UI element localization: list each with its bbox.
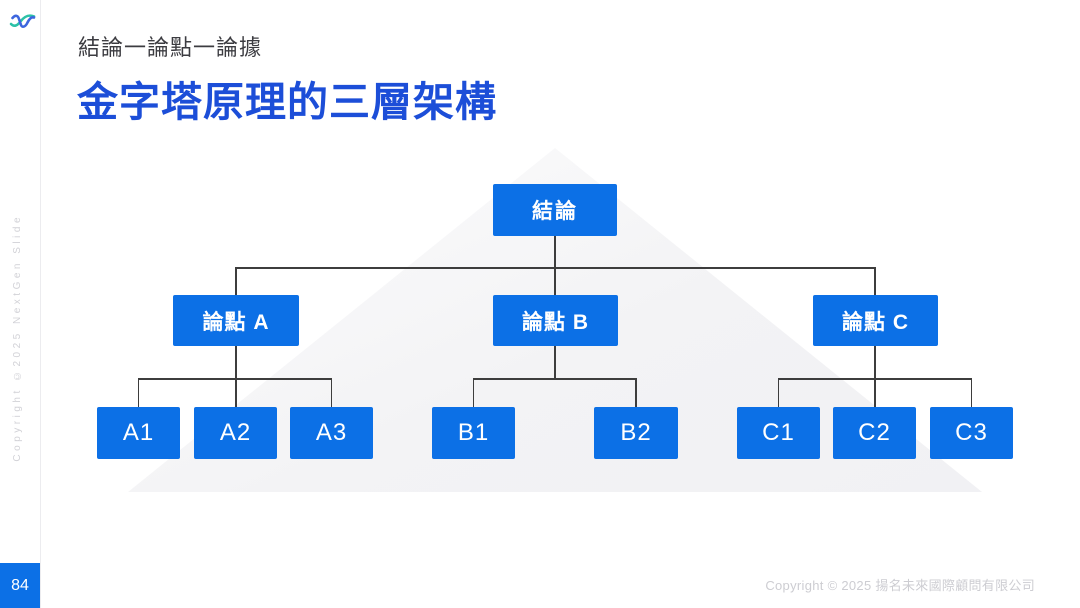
connector-line <box>777 378 780 407</box>
node-evidence-a3: A3 <box>290 407 373 459</box>
nextgen-logo-icon <box>9 14 36 28</box>
sidebar-vertical-copyright: Copyright ©2025 NextGen Slide <box>12 214 23 462</box>
connector-line <box>137 378 140 407</box>
node-evidence-a2: A2 <box>194 407 277 459</box>
connector-line <box>472 378 475 407</box>
node-evidence-b1: B1 <box>432 407 515 459</box>
connector-line <box>137 378 332 380</box>
page-number: 84 <box>11 576 29 594</box>
node-point-a: 論點 A <box>173 295 299 346</box>
connector-line <box>472 378 636 380</box>
node-evidence-b2: B2 <box>594 407 678 459</box>
node-conclusion: 結論 <box>493 184 617 236</box>
node-evidence-a1: A1 <box>97 407 180 459</box>
slide-subtitle: 結論一論點一論據 <box>78 35 263 60</box>
connector-line <box>554 236 556 295</box>
connector-line <box>235 267 876 269</box>
connector-line <box>330 378 333 407</box>
connector-line <box>635 378 637 407</box>
connector-line <box>874 346 876 407</box>
page-number-badge: 84 <box>0 563 40 608</box>
connector-line <box>777 378 972 380</box>
connector-line <box>874 267 876 295</box>
connector-line <box>554 346 556 379</box>
connector-line <box>970 378 973 407</box>
node-point-b: 論點 B <box>493 295 618 346</box>
footer-copyright: Copyright © 2025 揚名未來國際顧問有限公司 <box>765 578 1035 593</box>
sidebar-divider <box>40 0 41 608</box>
connector-line <box>235 346 237 407</box>
node-point-c: 論點 C <box>813 295 938 346</box>
connector-line <box>235 267 237 295</box>
node-evidence-c2: C2 <box>833 407 916 459</box>
node-evidence-c3: C3 <box>930 407 1013 459</box>
slide-title: 金字塔原理的三層架構 <box>77 79 497 125</box>
node-evidence-c1: C1 <box>737 407 820 459</box>
